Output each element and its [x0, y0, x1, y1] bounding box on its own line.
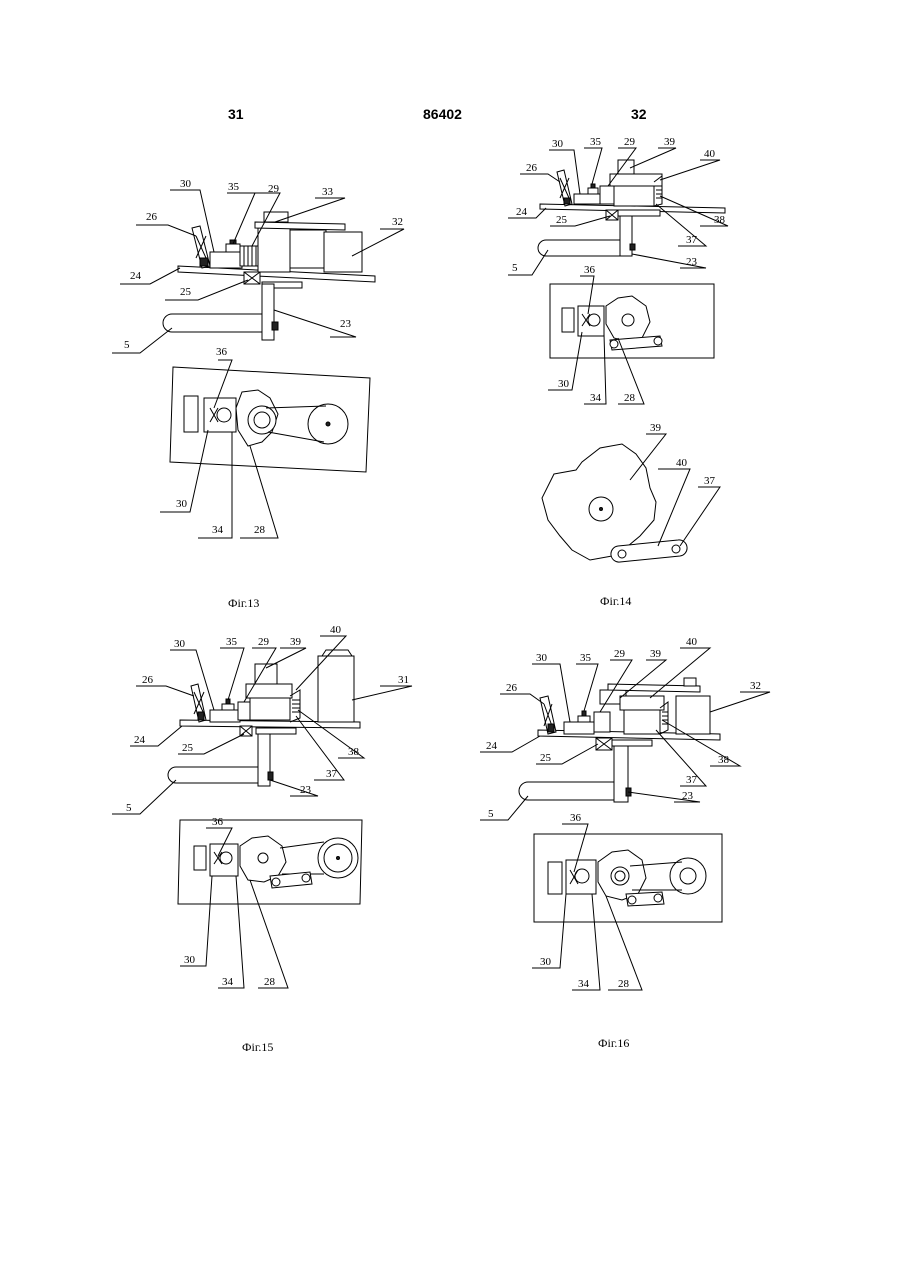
- fig14-detail-label: 37: [704, 475, 715, 487]
- fig13-caption: Фіг.13: [228, 596, 259, 611]
- fig13-label: 30: [180, 178, 191, 190]
- fig16-label: 40: [686, 636, 697, 648]
- figure-15: [112, 636, 412, 988]
- fig14-label: 26: [526, 162, 537, 174]
- fig15-plan-label: 30: [184, 954, 195, 966]
- fig16-label: 23: [682, 790, 693, 802]
- fig15-label: 29: [258, 636, 269, 648]
- fig16-plan-label: 34: [578, 978, 589, 990]
- fig13-label: 5: [124, 339, 130, 351]
- fig16-label: 38: [718, 754, 729, 766]
- fig15-plan-label: 28: [264, 976, 275, 988]
- fig16-label: 39: [650, 648, 661, 660]
- figure-14: [508, 148, 728, 562]
- fig16-plan-label: 30: [540, 956, 551, 968]
- fig15-plan-label: 34: [222, 976, 233, 988]
- fig16-label: 32: [750, 680, 761, 692]
- fig14-label: 29: [624, 136, 635, 148]
- fig13-label: 23: [340, 318, 351, 330]
- fig16-label: 24: [486, 740, 497, 752]
- fig14-plan-view: [550, 284, 714, 358]
- fig13-label: 26: [146, 211, 157, 223]
- fig13-plan-label: 30: [176, 498, 187, 510]
- fig15-label: 25: [182, 742, 193, 754]
- fig16-caption: Фіг.16: [598, 1036, 629, 1051]
- fig15-caption: Фіг.15: [242, 1040, 273, 1055]
- fig14-label: 23: [686, 256, 697, 268]
- fig13-plan-label: 28: [254, 524, 265, 536]
- fig16-label: 35: [580, 652, 591, 664]
- fig14-label: 35: [590, 136, 601, 148]
- fig15-label: 40: [330, 624, 341, 636]
- fig14-label: 38: [714, 214, 725, 226]
- figure-13: [112, 190, 404, 538]
- fig15-label: 35: [226, 636, 237, 648]
- fig14-plan-label: 28: [624, 392, 635, 404]
- fig15-label: 39: [290, 636, 301, 648]
- fig13-label: 33: [322, 186, 333, 198]
- fig14-label: 37: [686, 234, 697, 246]
- fig13-plan-label: 36: [216, 346, 227, 358]
- fig14-detail-label: 39: [650, 422, 661, 434]
- fig15-plan-label: 36: [212, 816, 223, 828]
- fig16-label: 26: [506, 682, 517, 694]
- fig14-plan-label: 34: [590, 392, 601, 404]
- fig14-plan-label: 30: [558, 378, 569, 390]
- fig14-caption: Фіг.14: [600, 594, 631, 609]
- fig16-label: 37: [686, 774, 697, 786]
- fig14-label: 39: [664, 136, 675, 148]
- fig15-label: 24: [134, 734, 145, 746]
- fig14-label: 25: [556, 214, 567, 226]
- fig14-label: 40: [704, 148, 715, 160]
- fig15-label: 23: [300, 784, 311, 796]
- fig16-plan-label: 36: [570, 812, 581, 824]
- fig15-label: 38: [348, 746, 359, 758]
- fig15-label: 37: [326, 768, 337, 780]
- fig16-label: 25: [540, 752, 551, 764]
- fig15-label: 5: [126, 802, 132, 814]
- fig16-label: 30: [536, 652, 547, 664]
- fig16-label: 5: [488, 808, 494, 820]
- fig15-side-view: [168, 650, 360, 786]
- fig15-label: 26: [142, 674, 153, 686]
- fig15-label: 31: [398, 674, 409, 686]
- fig13-label: 35: [228, 181, 239, 193]
- fig13-plan-label: 34: [212, 524, 223, 536]
- fig14-detail-label: 40: [676, 457, 687, 469]
- fig16-label: 29: [614, 648, 625, 660]
- fig13-label: 32: [392, 216, 403, 228]
- fig13-plan-view: [170, 367, 370, 472]
- fig14-label: 24: [516, 206, 527, 218]
- fig16-plan-label: 28: [618, 978, 629, 990]
- fig14-cam-detail: [542, 434, 720, 562]
- fig14-plan-label: 36: [584, 264, 595, 276]
- fig15-plan-view: [178, 820, 362, 904]
- fig14-label: 30: [552, 138, 563, 150]
- fig16-plan-view: [534, 834, 722, 922]
- fig13-label: 29: [268, 183, 279, 195]
- fig13-label: 25: [180, 286, 191, 298]
- fig15-label: 30: [174, 638, 185, 650]
- fig13-label: 24: [130, 270, 141, 282]
- figure-16: [480, 648, 770, 990]
- fig14-label: 5: [512, 262, 518, 274]
